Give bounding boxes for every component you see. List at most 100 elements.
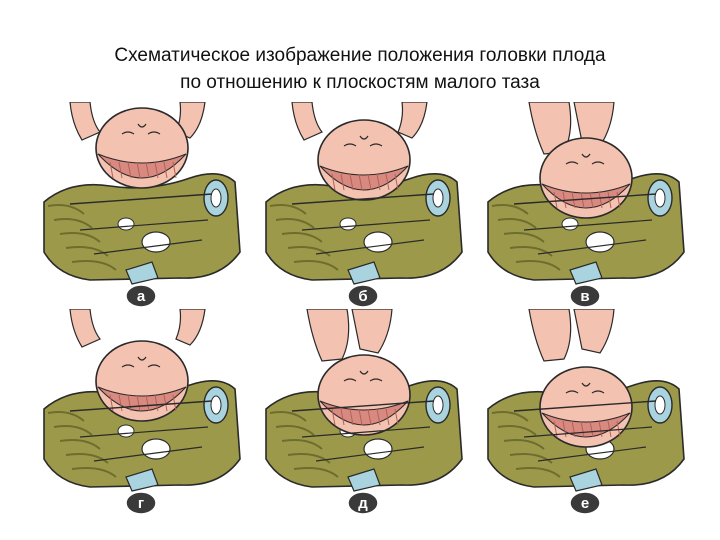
fetus-arm — [397, 102, 428, 139]
panel-e: е — [474, 309, 696, 516]
hair-stroke — [145, 394, 150, 412]
eye — [343, 143, 357, 147]
pelvic-plane-line — [513, 193, 657, 205]
label-badge — [569, 491, 601, 515]
pubic-center — [654, 395, 666, 415]
sacrum-ridge — [65, 246, 109, 257]
fetal-hair — [541, 183, 631, 209]
pelvis-head-illustration: а — [43, 102, 241, 308]
sacrum-ridge — [293, 260, 339, 271]
hair-stroke — [145, 161, 150, 179]
panel-label: г — [138, 495, 144, 512]
fetal-hair — [319, 165, 409, 191]
pelvic-plane-line — [301, 426, 431, 438]
sacrum-ridge — [71, 467, 117, 478]
eye — [369, 378, 383, 382]
nose — [581, 382, 591, 387]
fetal-hair — [319, 400, 409, 426]
eye — [121, 364, 135, 368]
hair-stroke — [331, 173, 336, 191]
obturator-foramen — [585, 231, 615, 253]
hair-stroke — [598, 420, 603, 438]
hair-stroke — [616, 420, 621, 438]
sacrum-ridge — [491, 204, 529, 215]
obturator-foramen — [141, 438, 171, 460]
sacrum-ridge — [275, 425, 315, 436]
pelvic-hole — [339, 217, 357, 231]
hair-stroke — [109, 161, 114, 179]
hair-stroke — [154, 394, 159, 412]
eye — [565, 161, 579, 165]
pelvic-plane-line — [315, 239, 425, 255]
pelvic-plane-line — [315, 446, 425, 462]
panel-d: д — [252, 309, 474, 516]
sacrum-ridge — [503, 439, 545, 450]
hair-stroke — [589, 420, 594, 438]
pelvis-head-illustration: б — [265, 102, 463, 308]
sacrum-ridge — [59, 439, 101, 450]
pelvic-plane-line — [69, 400, 213, 412]
pelvic-plane-line — [513, 400, 657, 412]
hair-stroke — [607, 191, 612, 209]
pelvis-head-illustration: д — [265, 309, 463, 515]
hair-stroke — [163, 394, 168, 412]
sacrum-ridge — [281, 232, 323, 243]
hair-stroke — [136, 394, 141, 412]
eye — [369, 143, 383, 147]
eye — [565, 390, 579, 394]
sacrum-ridge — [515, 260, 561, 271]
hair-stroke — [163, 161, 168, 179]
pelvic-plane-line — [291, 400, 435, 412]
sacrum-ridge — [503, 232, 545, 243]
pelvic-hole — [561, 217, 579, 231]
pelvis-head-illustration: е — [487, 309, 685, 515]
coccyx — [125, 261, 159, 285]
fetus-arm — [291, 102, 323, 141]
label-badge — [125, 284, 157, 308]
obturator-foramen — [363, 231, 393, 253]
hair-stroke — [127, 394, 132, 412]
hair-stroke — [172, 161, 177, 179]
label-badge — [125, 491, 157, 515]
sacrum-ridge — [47, 204, 85, 215]
label-badge — [347, 491, 379, 515]
panel-label: а — [137, 288, 146, 305]
hair-stroke — [358, 173, 363, 191]
panel-v: в — [474, 102, 696, 309]
pelvic-plane-line — [537, 239, 647, 255]
hair-stroke — [154, 161, 159, 179]
hair-stroke — [367, 408, 372, 426]
coccyx — [569, 261, 603, 285]
coccyx — [569, 468, 603, 492]
hair-stroke — [580, 420, 585, 438]
hair-stroke — [349, 173, 354, 191]
pelvic-plane-line — [537, 446, 647, 462]
coccyx — [125, 468, 159, 492]
hair-stroke — [580, 191, 585, 209]
fetus-arm — [175, 309, 206, 346]
hair-stroke — [127, 161, 132, 179]
label-badge — [347, 284, 379, 308]
hair-stroke — [385, 408, 390, 426]
sacrum-ridge — [269, 411, 307, 422]
pelvis-head-illustration: в — [487, 102, 685, 308]
hair-stroke — [394, 173, 399, 191]
pelvic-plane-line — [93, 446, 203, 462]
hair-stroke — [331, 408, 336, 426]
nose — [359, 370, 369, 375]
panel-a: а — [30, 102, 252, 309]
panel-b: б — [252, 102, 474, 309]
sacrum-ridge — [497, 218, 537, 229]
sacrum-ridge — [269, 204, 307, 215]
eye — [147, 131, 161, 135]
pubic-center — [210, 395, 222, 415]
sacrum-ridge — [59, 232, 101, 243]
eye — [147, 364, 161, 368]
hair-stroke — [616, 191, 621, 209]
pubic-center — [432, 188, 444, 208]
hair-stroke — [385, 173, 390, 191]
title-line-1: Схематическое изображение положения голо… — [114, 45, 606, 66]
fetus-arm — [573, 309, 615, 354]
pelvic-plane-line — [79, 426, 209, 438]
eye — [591, 390, 605, 394]
